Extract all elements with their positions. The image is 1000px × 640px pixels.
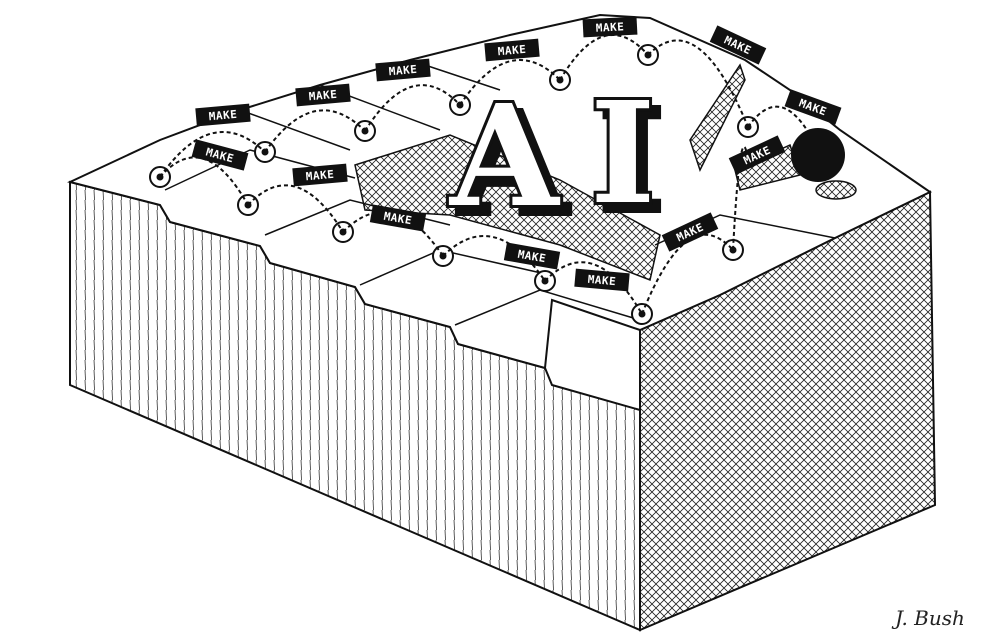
make-label-text: MAKE — [305, 168, 335, 183]
make-label-text: MAKE — [517, 248, 547, 266]
step-edges — [164, 59, 836, 326]
dotted-jump-arc — [442, 235, 546, 282]
make-label-text: MAKE — [208, 108, 238, 123]
make-label: MAKE — [295, 83, 351, 107]
make-label: MAKE — [191, 139, 249, 171]
make-labels: MAKE MAKE MAKE MAKE MAKE MAKE MAKE MAKE MAKE MAKE… — [191, 16, 842, 292]
make-label: MAKE — [195, 103, 251, 127]
make-label-text: MAKE — [388, 63, 418, 78]
hatched-step-right — [689, 63, 746, 172]
make-label: MAKE — [503, 242, 561, 270]
dotted-jump-arc — [342, 210, 444, 257]
ball-shadow — [815, 180, 857, 200]
ai-letters: A I — [445, 69, 659, 242]
letter-i: I — [590, 72, 656, 236]
black-ball — [791, 128, 845, 182]
make-label: MAKE — [784, 89, 842, 125]
make-label: MAKE — [369, 204, 427, 232]
jump-arcs — [159, 34, 819, 315]
make-label: MAKE — [582, 16, 638, 38]
make-label-text: MAKE — [587, 273, 617, 288]
make-label: MAKE — [574, 268, 630, 292]
dotted-jump-arc — [247, 184, 344, 233]
dotted-jump-arc — [364, 84, 461, 132]
make-label-text: MAKE — [383, 210, 413, 228]
dotted-jump-arc — [159, 131, 266, 178]
make-label-text: MAKE — [497, 43, 527, 58]
dotted-jump-arc — [264, 109, 366, 153]
make-label-text: MAKE — [308, 88, 338, 103]
artist-signature: J. Bush — [891, 606, 965, 630]
make-label: MAKE — [484, 38, 540, 62]
make-label: MAKE — [375, 58, 431, 82]
make-label: MAKE — [292, 163, 348, 187]
dotted-jump-arc — [544, 261, 643, 315]
letter-a: A — [448, 75, 561, 239]
dotted-jump-arc — [747, 105, 819, 151]
dotted-jump-arc — [647, 39, 749, 128]
make-label-text: MAKE — [595, 20, 624, 34]
